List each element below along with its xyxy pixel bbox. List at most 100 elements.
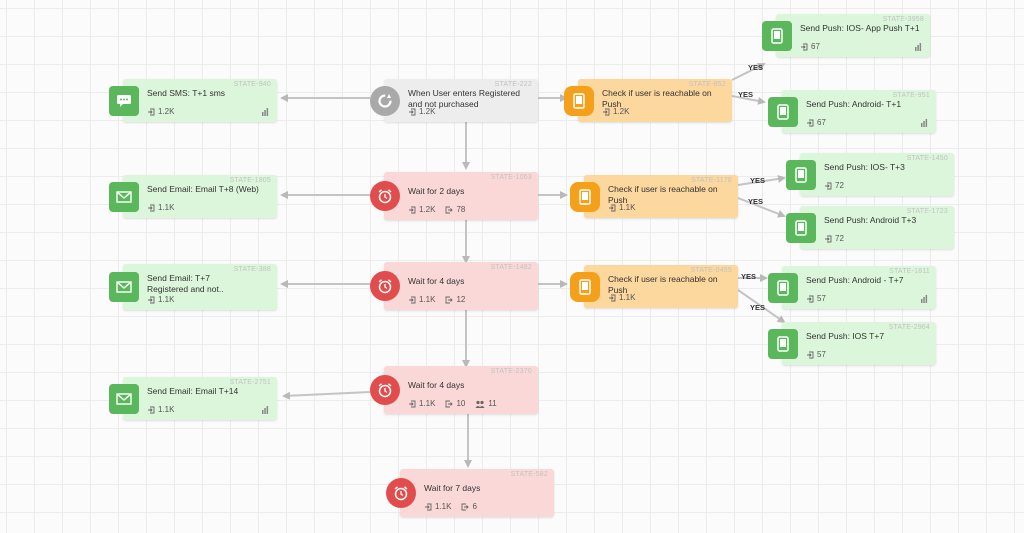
node-title: Wait for 4 days [408,380,465,390]
entered-count: 67 [811,42,820,51]
entered-count: 1.1K [619,203,636,212]
enter-icon [148,204,155,211]
connector [737,197,786,218]
yes-label: YES [748,197,764,206]
entered-count: 67 [817,118,826,127]
entered-count: 57 [817,294,826,303]
bar-chart-icon[interactable] [914,43,922,51]
exit-icon [446,296,454,303]
node-send-push[interactable]: STATE-3958 Send Push: IOS- App Push T+1 … [762,14,930,57]
mobile-phone-icon [768,96,798,127]
entered-count: 1.1K [435,502,452,511]
enter-icon [609,294,616,301]
node-stats: 1.1K [608,203,635,212]
state-id: STATE-2751 [229,379,271,386]
node-stats: 1.1K [147,295,174,304]
node-stats: 1.1K 10 11 [408,399,497,408]
enter-icon [148,108,155,115]
alarm-clock-icon [370,271,400,301]
node-title: Send Email: T+7 Registered and not.. [147,273,224,294]
node-stats: 1.1K [147,405,174,414]
node-title: When User enters Registered and not purc… [408,88,520,109]
entered-count: 72 [835,234,844,243]
node-wait[interactable]: STATE-2370 Wait for 4 days 1.1K 10 11 [370,366,538,414]
state-id: STATE-1811 [889,268,930,275]
state-id: STATE-852 [688,81,726,88]
enter-icon [148,296,155,303]
node-title: Wait for 2 days [408,186,465,196]
bar-chart-icon[interactable] [920,119,928,127]
bar-chart-icon[interactable] [261,406,269,414]
mobile-phone-icon [762,20,792,51]
node-stats: 1.2K 78 [408,205,465,214]
entered-count: 1.1K [158,203,175,212]
node-send-push[interactable]: STATE-2964 Send Push: IOS T+7 57 [768,322,936,365]
yes-label: YES [750,176,766,185]
node-title: Send Push: IOS- T+3 [824,162,905,172]
node-stats: 72 [824,234,844,243]
node-trigger[interactable]: STATE-222 When User enters Registered an… [370,79,538,122]
mobile-phone-icon [768,328,798,359]
node-title: Send Push: Android T+3 [824,215,917,225]
state-id: STATE-0455 [690,267,732,274]
mobile-phone-icon [786,212,816,243]
enter-icon [409,206,416,213]
state-id: STATE-1723 [906,208,948,215]
node-send-email[interactable]: STATE-388 Send Email: T+7 Registered and… [109,264,277,310]
exit-icon [462,503,470,510]
node-title: Send Push: IOS- App Push T+1 [800,23,920,33]
state-id: STATE-2370 [490,368,532,375]
node-send-push[interactable]: STATE-1811 Send Push: Android - T+7 57 [768,266,936,309]
node-title: Send Push: Android - T+7 [806,275,904,285]
node-send-push[interactable]: STATE-1450 Send Push: IOS- T+3 72 [786,153,954,196]
envelope-icon [109,272,139,302]
node-send-email[interactable]: STATE-2751 Send Email: Email T+14 1.1K [109,377,277,420]
entered-count: 1.1K [619,293,636,302]
node-stats: 1.1K [147,203,174,212]
enter-icon [409,400,416,407]
state-id: STATE-1482 [490,264,532,271]
state-id: STATE-1063 [490,174,532,181]
enter-icon [807,351,814,358]
exited-count: 78 [456,205,466,214]
node-stats: 67 [806,118,826,127]
node-title: Check if user is reachable on Push [608,274,718,295]
enter-icon [409,296,416,303]
node-stats: 1.1K 6 [424,502,477,511]
yes-label: YES [750,303,766,312]
node-check-push[interactable]: STATE-0455 Check if user is reachable on… [570,265,738,308]
mobile-phone-icon [786,159,816,190]
connector [731,95,766,105]
node-send-push[interactable]: STATE-1723 Send Push: Android T+3 72 [786,206,954,249]
node-send-push[interactable]: STATE-951 Send Push: Android- T+1 67 [768,90,936,133]
node-send-sms[interactable]: STATE-940 Send SMS: T+1 sms 1.2K [109,79,277,122]
node-send-email[interactable]: STATE-1805 Send Email: Email T+8 (Web) 1… [109,175,277,218]
node-wait[interactable]: STATE-1063 Wait for 2 days 1.2K 78 [370,172,538,220]
enter-icon [148,406,155,413]
state-id: STATE-1450 [906,155,948,162]
node-check-push[interactable]: STATE-852 Check if user is reachable on … [564,79,732,122]
envelope-icon [109,181,139,212]
connector [731,63,766,81]
entered-count: 1.1K [158,295,175,304]
state-id: STATE-951 [892,92,930,99]
bar-chart-icon[interactable] [920,295,928,303]
connector [737,174,786,186]
enter-icon [609,204,616,211]
enter-icon [825,182,832,189]
node-stats: 67 [800,42,820,51]
bar-chart-icon[interactable] [261,108,269,116]
connector [737,289,786,324]
alarm-clock-icon [370,181,400,211]
entered-count: 1.2K [419,107,436,116]
alarm-clock-icon [370,375,400,405]
mobile-phone-icon [570,181,600,212]
node-wait[interactable]: STATE-582 Wait for 7 days 1.1K 6 [386,469,554,517]
node-stats: 57 [806,294,826,303]
node-title: Wait for 7 days [424,483,481,493]
node-check-push[interactable]: STATE-1178 Check if user is reachable on… [570,175,738,218]
exited-count: 6 [472,502,477,511]
state-id: STATE-222 [494,81,532,88]
node-title: Send Email: Email T+8 (Web) [147,184,259,194]
node-wait[interactable]: STATE-1482 Wait for 4 days 1.1K 12 [370,262,538,310]
